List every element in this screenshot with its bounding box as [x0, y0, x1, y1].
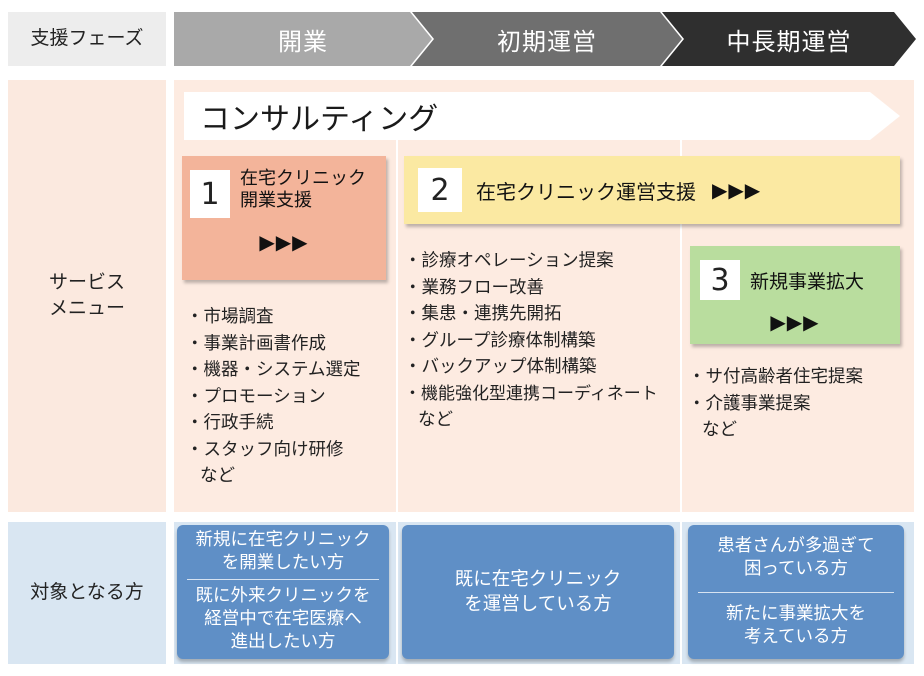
service-title: 在宅クリニック 開業支援 — [240, 168, 366, 211]
phase-opening: 開業 — [174, 12, 432, 66]
target-card-opening: 新規に在宅クリニック を開業したい方 既に外来クリニックを 経営中で在宅医療へ … — [177, 525, 389, 659]
target-row-label-text: 対象となる方 — [30, 581, 144, 604]
service-number: 3 — [710, 262, 730, 298]
list-item: ・事業計画書作成 — [186, 333, 326, 354]
target-text: 既に在宅クリニック を運営している方 — [454, 569, 622, 615]
service-title: 新規事業拡大 — [750, 270, 865, 293]
target-card-operating: 既に在宅クリニック を運営している方 — [402, 525, 674, 659]
service-card-opening-support: 1 在宅クリニック 開業支援 ▶▶▶ — [182, 156, 386, 280]
service-number: 2 — [430, 172, 450, 208]
phase-row-label-text: 支援フェーズ — [30, 27, 144, 50]
phase-initial-operation-label: 初期運営 — [497, 27, 597, 56]
list-item: ・スタッフ向け研修 — [186, 439, 344, 460]
arrow-icons: ▶▶▶ — [712, 178, 762, 202]
consulting-label: コンサルティング — [200, 102, 439, 137]
service-number-badge: 3 — [700, 260, 740, 300]
service-list-business-expansion: ・サ付高齢者住宅提案 ・介護事業提案 など — [688, 364, 910, 444]
target-text: 患者さんが多過ぎて 困っている方 — [717, 536, 875, 580]
list-item: ・プロモーション — [186, 386, 326, 407]
column-divider — [396, 522, 398, 664]
target-text: 新規に在宅クリニック を開業したい方 — [195, 530, 371, 573]
list-item: ・機能強化型連携コーディネート — [404, 383, 658, 404]
arrow-icons: ▶▶▶ — [770, 310, 820, 334]
service-number-badge: 2 — [418, 168, 462, 212]
list-item: など — [418, 410, 453, 430]
phase-long-term-operation: 中長期運営 — [662, 12, 916, 66]
list-item: ・集患・連携先開拓 — [404, 304, 562, 324]
list-item: ・機器・システム選定 — [186, 360, 361, 380]
list-item: ・市場調査 — [186, 307, 274, 327]
list-item: ・診療オペレーション提案 — [404, 251, 614, 271]
divider — [698, 591, 894, 593]
list-item: など — [702, 420, 737, 440]
list-item: ・バックアップ体制構築 — [404, 357, 597, 377]
target-row-label: 対象となる方 — [8, 522, 166, 664]
service-number-badge: 1 — [190, 170, 230, 218]
service-title: 在宅クリニック運営支援 — [476, 179, 696, 204]
column-divider — [680, 522, 682, 664]
list-item: ・行政手続 — [186, 413, 274, 433]
list-item: ・介護事業提案 — [688, 393, 811, 414]
arrow-icons: ▶▶▶ — [259, 230, 309, 254]
list-item: ・業務フロー改善 — [404, 277, 544, 298]
column-divider — [680, 140, 682, 512]
list-item: ・グループ診療体制構築 — [404, 330, 596, 351]
divider — [187, 579, 379, 580]
phase-row-label: 支援フェーズ — [8, 12, 166, 66]
target-text: 既に外来クリニックを 経営中で在宅医療へ 進出したい方 — [195, 586, 371, 652]
service-row-label-text: サービス メニュー — [48, 271, 125, 319]
target-card-expansion: 患者さんが多過ぎて 困っている方 新たに事業拡大を 考えている方 — [688, 525, 904, 659]
service-card-operation-support: 2 在宅クリニック運営支援 ▶▶▶ — [404, 156, 900, 224]
service-list-opening-support: ・市場調査 ・事業計画書作成 ・機器・システム選定 ・プロモーション ・行政手続… — [186, 304, 386, 490]
service-row-label: サービス メニュー — [8, 80, 166, 512]
consulting-banner: コンサルティング — [184, 92, 900, 140]
list-item: ・サ付高齢者住宅提案 — [688, 367, 863, 387]
service-list-operation-support: ・診療オペレーション提案 ・業務フロー改善 ・集患・連携先開拓 ・グループ診療体… — [404, 248, 676, 434]
service-number: 1 — [200, 176, 220, 212]
target-text: 新たに事業拡大を 考えている方 — [726, 603, 866, 647]
phase-opening-label: 開業 — [278, 27, 328, 56]
column-divider — [396, 140, 398, 512]
phase-initial-operation: 初期運営 — [412, 12, 682, 66]
service-card-business-expansion: 3 新規事業拡大 ▶▶▶ — [690, 246, 900, 344]
phase-long-term-operation-label: 中長期運営 — [726, 27, 852, 56]
list-item: など — [200, 466, 235, 486]
